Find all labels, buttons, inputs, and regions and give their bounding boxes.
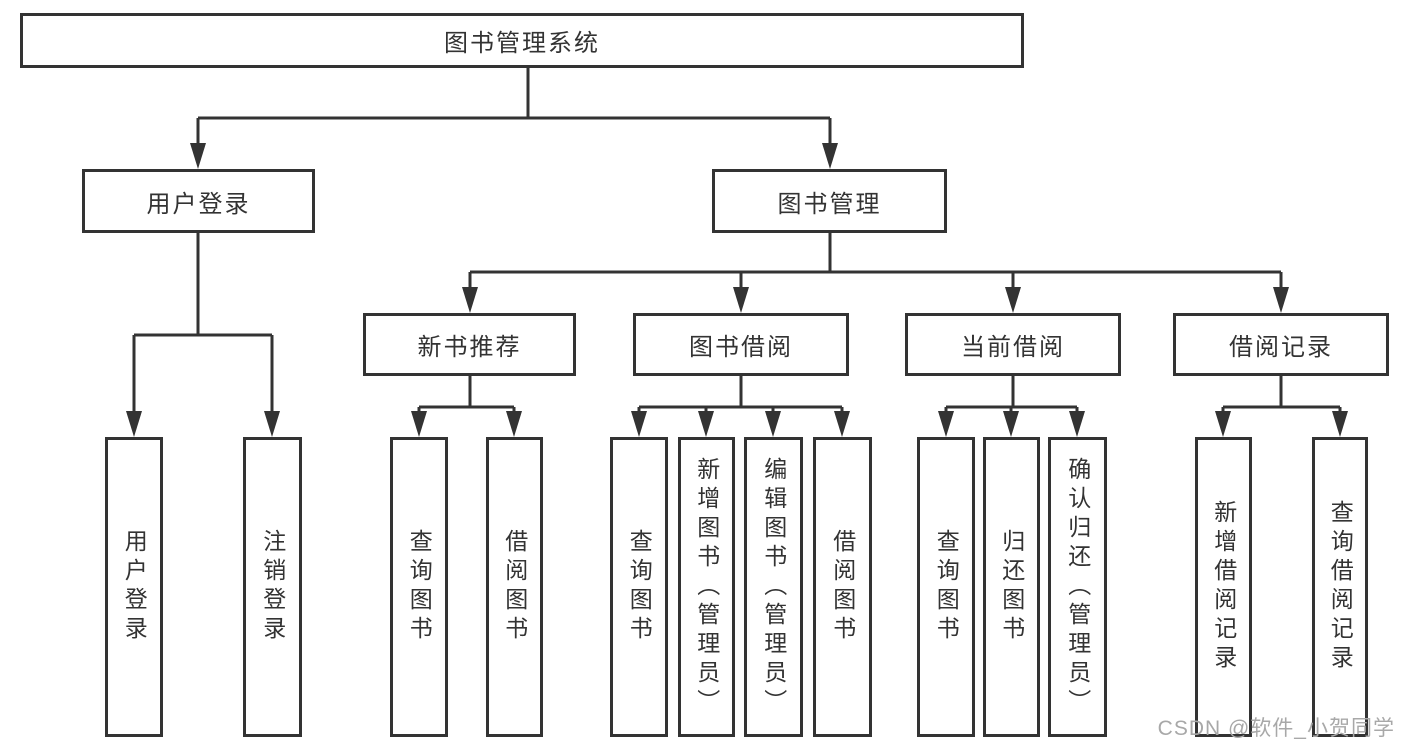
leaf-borrow-borrow-book-label: 借阅图书 [829, 529, 856, 645]
node-user-login: 用户登录 [82, 169, 315, 233]
leaf-user-login-label: 用户登录 [121, 529, 148, 645]
leaf-newrec-query-book: 查询图书 [390, 437, 448, 737]
leaf-records-add-record: 新增借阅记录 [1195, 437, 1252, 737]
leaf-newrec-borrow-book: 借阅图书 [486, 437, 543, 737]
leaf-current-confirm-return-admin: 确认归还（管理员） [1048, 437, 1107, 737]
leaf-borrow-edit-book-admin-label: 编辑图书（管理员） [760, 456, 787, 718]
leaf-records-query-record: 查询借阅记录 [1312, 437, 1368, 737]
node-book-borrow-label: 图书借阅 [689, 334, 793, 361]
leaf-current-return-book: 归还图书 [983, 437, 1040, 737]
node-current-borrow: 当前借阅 [905, 313, 1121, 376]
node-book-borrow: 图书借阅 [633, 313, 849, 376]
node-root: 图书管理系统 [20, 13, 1024, 68]
node-borrow-records: 借阅记录 [1173, 313, 1389, 376]
leaf-records-add-record-label: 新增借阅记录 [1210, 500, 1237, 674]
leaf-current-confirm-return-admin-label: 确认归还（管理员） [1064, 456, 1091, 718]
leaf-records-query-record-label: 查询借阅记录 [1327, 500, 1354, 674]
leaf-current-query-book: 查询图书 [917, 437, 975, 737]
leaf-borrow-borrow-book: 借阅图书 [813, 437, 872, 737]
leaf-current-query-book-label: 查询图书 [933, 529, 960, 645]
node-book-management-label: 图书管理 [777, 190, 882, 218]
leaf-borrow-query-book-label: 查询图书 [626, 529, 653, 645]
node-new-book-recommend-label: 新书推荐 [417, 334, 522, 361]
leaf-logout-label: 注销登录 [259, 529, 286, 645]
leaf-newrec-borrow-book-label: 借阅图书 [501, 529, 528, 645]
leaf-borrow-add-book-admin-label: 新增图书（管理员） [693, 456, 720, 718]
leaf-newrec-query-book-label: 查询图书 [406, 529, 433, 645]
csdn-watermark: CSDN @软件_小贺同学 [1157, 717, 1395, 740]
leaf-borrow-add-book-admin: 新增图书（管理员） [678, 437, 735, 737]
leaf-current-return-book-label: 归还图书 [998, 529, 1025, 645]
node-borrow-records-label: 借阅记录 [1229, 334, 1333, 361]
leaf-borrow-query-book: 查询图书 [610, 437, 668, 737]
node-root-label: 图书管理系统 [444, 30, 600, 57]
leaf-user-login: 用户登录 [105, 437, 163, 737]
node-user-login-label: 用户登录 [146, 190, 251, 218]
leaf-logout: 注销登录 [243, 437, 302, 737]
node-new-book-recommend: 新书推荐 [363, 313, 576, 376]
node-current-borrow-label: 当前借阅 [961, 334, 1065, 361]
leaf-borrow-edit-book-admin: 编辑图书（管理员） [744, 437, 803, 737]
node-book-management: 图书管理 [712, 169, 947, 233]
